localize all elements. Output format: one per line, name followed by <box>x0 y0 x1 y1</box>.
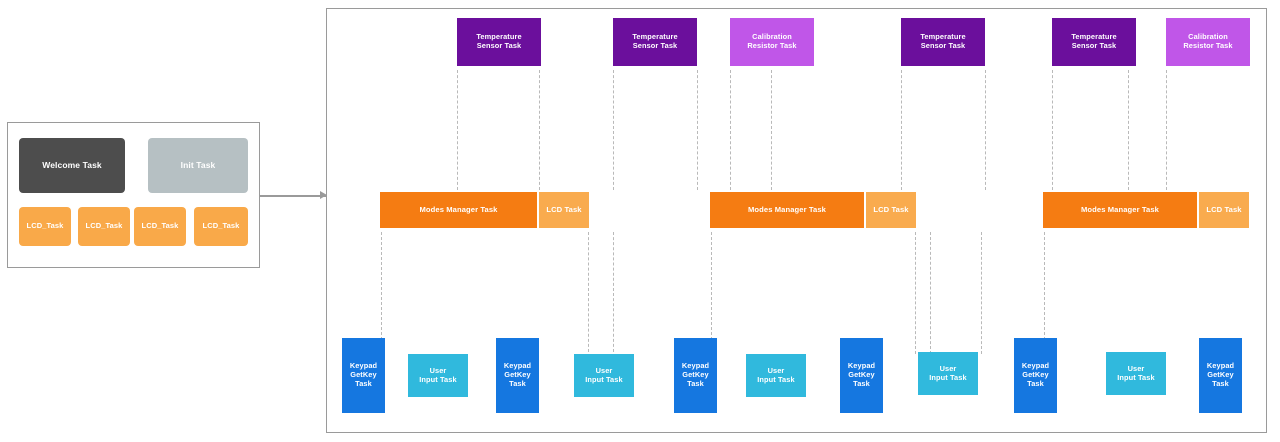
task-lifeline <box>901 70 902 190</box>
task-lifeline <box>1052 70 1053 190</box>
task-box-modes-manager-task[interactable]: Modes Manager Task <box>1043 192 1197 228</box>
panel-connector-line <box>260 195 326 197</box>
task-box-lcd-task[interactable]: LCD Task <box>866 192 916 228</box>
task-lifeline <box>381 232 382 340</box>
task-lifeline <box>985 70 986 190</box>
task-lifeline <box>588 232 589 352</box>
task-lifeline <box>539 70 540 190</box>
task-box-modes-manager-task[interactable]: Modes Manager Task <box>710 192 864 228</box>
task-lifeline <box>711 232 712 340</box>
task-lifeline <box>1044 232 1045 340</box>
task-lifeline <box>613 232 614 352</box>
task-lifeline <box>457 70 458 190</box>
task-lifeline <box>613 70 614 190</box>
task-lifeline <box>1166 70 1167 190</box>
task-box-lcd-task[interactable]: LCD_Task <box>134 207 186 246</box>
task-box-lcd-task[interactable]: LCD Task <box>1199 192 1249 228</box>
task-box-lcd-task[interactable]: LCD_Task <box>78 207 130 246</box>
task-lifeline <box>981 232 982 354</box>
task-box-lcd-task[interactable]: LCD_Task <box>19 207 71 246</box>
panel-connector-arrow-icon <box>320 191 327 199</box>
task-box-welcome-task[interactable]: Welcome Task <box>19 138 125 193</box>
task-lifeline <box>915 232 916 354</box>
task-lifeline <box>930 232 931 354</box>
task-box-init-task[interactable]: Init Task <box>148 138 248 193</box>
task-lifeline <box>730 70 731 190</box>
task-box-modes-manager-task[interactable]: Modes Manager Task <box>380 192 537 228</box>
task-box-lcd-task[interactable]: LCD_Task <box>194 207 248 246</box>
task-lifeline <box>697 70 698 190</box>
task-lifeline <box>1128 70 1129 190</box>
task-box-lcd-task[interactable]: LCD Task <box>539 192 589 228</box>
task-lifeline <box>771 70 772 190</box>
